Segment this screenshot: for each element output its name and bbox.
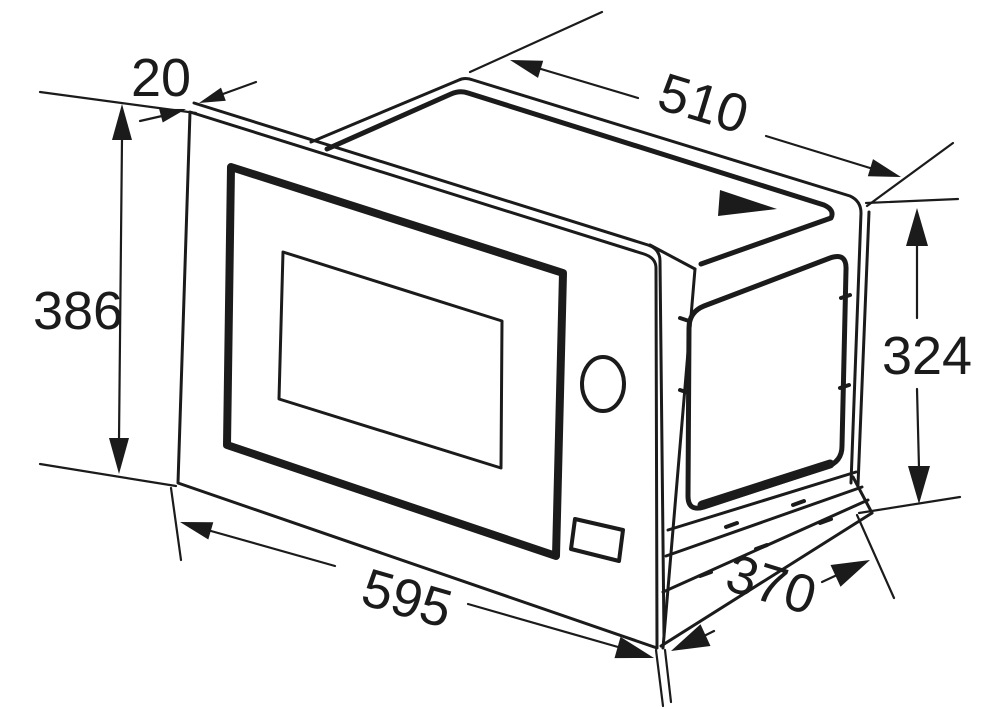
dimension-cutout-height: 324 (857, 197, 972, 515)
arrowhead-up (906, 208, 928, 246)
rail-tab (754, 543, 769, 551)
dimension-line (466, 602, 620, 649)
extension-line (169, 486, 183, 562)
dim-label-frame-width: 595 (355, 557, 458, 640)
dim-label-cutout-height: 324 (882, 326, 972, 386)
extension-line (663, 648, 673, 704)
mounting-tab (839, 293, 852, 300)
front-trim-frame (176, 101, 666, 650)
frame-front-face (176, 110, 659, 650)
arrowhead-down (908, 466, 930, 504)
top-inset-panel (324, 89, 835, 267)
arrowhead-up (112, 104, 132, 140)
arrowhead-right (159, 108, 186, 123)
dimension-line (915, 387, 921, 470)
dimension-line (702, 629, 716, 638)
display-panel (569, 517, 625, 563)
mounting-tab (678, 388, 691, 395)
dimension-frame-thickness: 20 (131, 48, 258, 123)
rail-tab (724, 521, 739, 529)
door-outline (223, 163, 567, 560)
arrowhead-down-right (867, 159, 901, 177)
dimension-frame-height: 386 (33, 90, 198, 488)
top-front-edge (648, 243, 697, 271)
mounting-tab (838, 383, 851, 390)
dim-label-frame-height: 386 (33, 281, 123, 341)
dimension-line (117, 136, 124, 442)
side-back-edge-inner-line (856, 210, 871, 487)
dimension-line (820, 573, 839, 584)
arrowhead-up-left (510, 60, 544, 78)
control-knob (580, 355, 626, 413)
dimension-body-width: 510 (468, 10, 955, 208)
top-surface-pointer-icon (718, 190, 777, 216)
side-cutout-opening (685, 254, 849, 511)
extension-line (38, 462, 178, 488)
opening-bottom-thick-edge (697, 459, 835, 510)
mounting-tab (678, 316, 691, 323)
dimension-line (539, 67, 640, 100)
side-panel (661, 254, 852, 650)
base-bottom-edge (659, 511, 874, 648)
extension-line (654, 648, 665, 708)
extension-line (864, 197, 960, 205)
rail-tab (791, 499, 806, 507)
dim-label-body-depth: 370 (719, 543, 823, 627)
dim-label-frame-thickness: 20 (131, 48, 191, 108)
arrowhead-up-left (180, 522, 214, 540)
dimension-line (764, 134, 872, 170)
arrowhead-up-right (830, 560, 870, 587)
rail-tab (818, 517, 833, 525)
arrowhead-down-right (614, 636, 654, 659)
extension-line (857, 495, 962, 515)
arrowhead-down (109, 438, 129, 474)
extension-line (855, 513, 896, 600)
dim-label-body-width: 510 (651, 62, 755, 146)
arrowhead-left (199, 87, 226, 103)
base-rear-edge (851, 475, 874, 515)
base-rail-line (664, 485, 864, 558)
body-top-surface (309, 77, 871, 487)
door-window (277, 250, 504, 470)
door (223, 163, 626, 563)
base-rails (659, 470, 874, 648)
arrowhead-down-left (671, 624, 711, 651)
base-rail-line (666, 470, 858, 532)
rail-tab (698, 570, 713, 578)
arrow-tail-line (138, 114, 164, 123)
frame-edge-sliver (192, 101, 666, 638)
extension-line (468, 10, 604, 74)
top-surface-outline (309, 77, 863, 485)
extension-line (38, 90, 198, 115)
dimension-line (209, 529, 337, 568)
extension-line (865, 141, 955, 208)
arrow-tail-line (221, 80, 258, 96)
